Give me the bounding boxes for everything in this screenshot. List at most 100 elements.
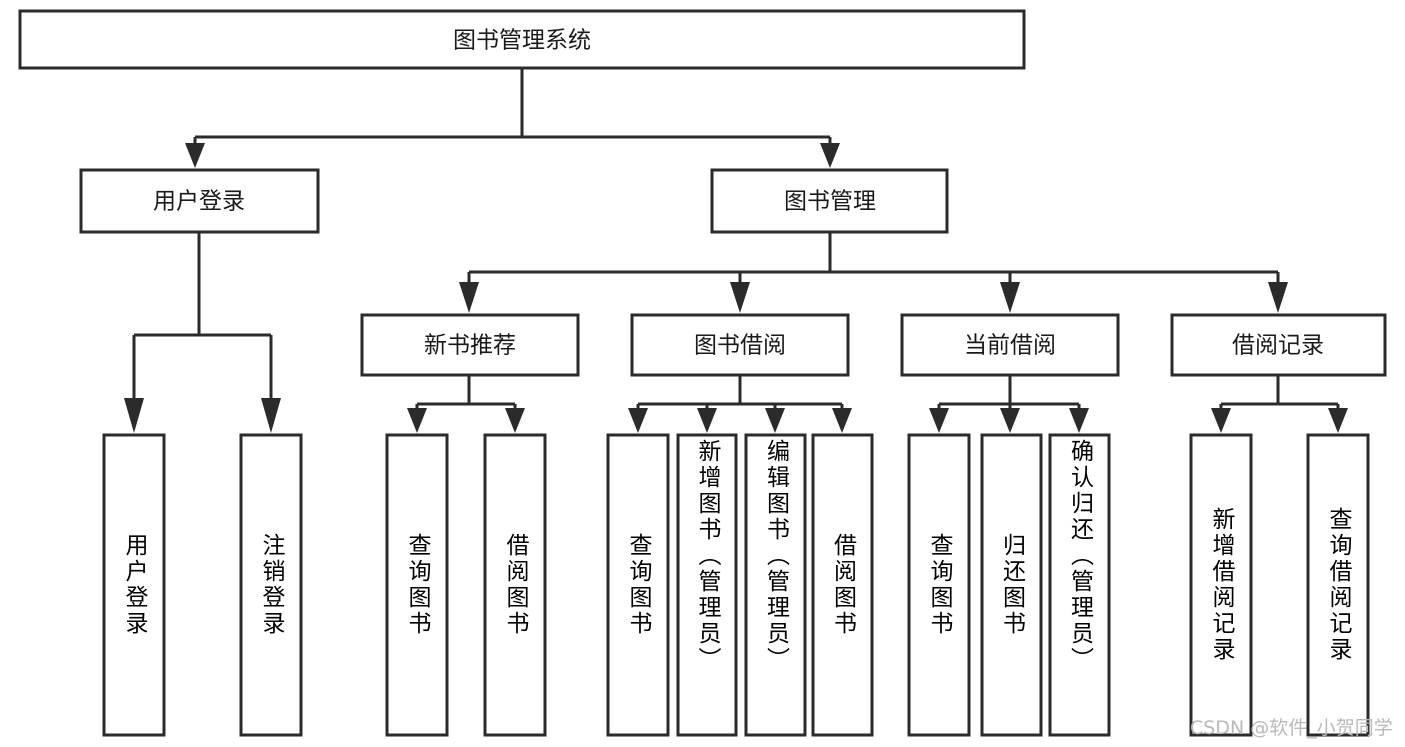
connector-borrow-record-branch: [1219, 375, 1340, 412]
leaf-add-record-box[interactable]: [1189, 433, 1253, 737]
leaf-confirm-return-text-area: 确认归还（管理员）: [1066, 439, 1093, 673]
leaf-query-book-3-box[interactable]: [907, 433, 971, 737]
leaf-logout[interactable]: 注销登录: [239, 433, 303, 737]
arrowhead-to-leaf-query-book-3: [929, 408, 949, 433]
leaf-confirm-return[interactable]: 确认归还（管理员）: [1048, 433, 1111, 737]
leaf-user-login-label: 用户登录: [121, 533, 147, 637]
connectors-current-borrow-to-leaves: [929, 375, 1089, 433]
leaf-query-record-box[interactable]: [1306, 433, 1370, 737]
leaf-query-book-1-box[interactable]: [385, 433, 449, 737]
connector-user-login-branch: [132, 232, 273, 400]
arrowhead-to-leaf-query-book-2: [628, 408, 648, 433]
node-new-book-rec-box[interactable]: [360, 313, 580, 377]
node-user-login[interactable]: 用户登录: [79, 168, 320, 234]
leaf-add-record[interactable]: 新增借阅记录: [1189, 433, 1253, 737]
connector-root-branch: [193, 68, 832, 148]
leaf-query-book-3-text-area: 查询图书: [926, 533, 952, 637]
leaf-user-login[interactable]: 用户登录: [102, 433, 166, 737]
arrowhead-to-leaf-confirm-return: [1069, 408, 1089, 433]
arrowhead-to-leaf-add-book: [697, 408, 717, 433]
arrowhead-to-leaf-return-book: [1000, 408, 1020, 433]
connectors-root-to-level2: [185, 68, 840, 168]
leaf-edit-book-text-area: 编辑图书（管理员）: [762, 439, 789, 673]
arrowhead-to-user-login: [185, 143, 205, 168]
leaf-query-book-2[interactable]: 查询图书: [606, 433, 670, 737]
node-book-borrow-box[interactable]: [630, 313, 850, 377]
node-root[interactable]: 图书管理系统: [18, 9, 1026, 70]
leaf-logout-label: 注销登录: [258, 533, 284, 637]
node-current-borrow-box[interactable]: [900, 313, 1120, 377]
connectors-book-manage-to-level3: [459, 232, 1288, 313]
leaf-query-book-3[interactable]: 查询图书: [907, 433, 971, 737]
connector-current-borrow-branch: [937, 375, 1081, 412]
leaf-edit-book[interactable]: 编辑图书（管理员）: [744, 433, 807, 737]
leaf-return-book-box[interactable]: [980, 433, 1043, 737]
leaf-edit-book-label: 编辑图书（管理员）: [762, 439, 789, 673]
arrowhead-to-leaf-query-record: [1328, 408, 1348, 433]
node-new-book-rec[interactable]: 新书推荐: [360, 313, 580, 377]
arrowhead-to-book-borrow: [730, 282, 750, 313]
leaf-query-book-3-label: 查询图书: [926, 533, 952, 637]
node-borrow-record[interactable]: 借阅记录: [1170, 313, 1387, 377]
leaf-borrow-book-1[interactable]: 借阅图书: [483, 433, 547, 737]
leaf-query-book-1[interactable]: 查询图书: [385, 433, 449, 737]
leaf-user-login-box[interactable]: [102, 433, 166, 737]
arrowhead-to-book-manage: [820, 143, 840, 168]
arrowhead-to-leaf-edit-book: [765, 408, 785, 433]
leaf-user-login-text-area: 用户登录: [121, 533, 147, 637]
arrowhead-to-leaf-user-login: [124, 398, 144, 433]
leaf-borrow-book-2-text-area: 借阅图书: [829, 533, 856, 637]
leaf-add-book[interactable]: 新增图书（管理员）: [676, 433, 738, 737]
leaf-add-book-label: 新增图书（管理员）: [694, 439, 720, 673]
connectors-user-login-to-leaves: [124, 232, 281, 433]
node-book-manage-box[interactable]: [710, 168, 949, 234]
arrowhead-to-leaf-logout: [261, 398, 281, 433]
leaf-return-book[interactable]: 归还图书: [980, 433, 1043, 737]
leaf-confirm-return-label: 确认归还（管理员）: [1066, 439, 1093, 673]
connectors-new-book-rec-to-leaves: [407, 375, 525, 433]
node-borrow-record-box[interactable]: [1170, 313, 1387, 377]
leaf-add-book-box[interactable]: [676, 433, 738, 737]
arrowhead-to-borrow-record: [1268, 282, 1288, 313]
node-book-borrow[interactable]: 图书借阅: [630, 313, 850, 377]
arrowhead-to-leaf-query-book-1: [407, 408, 427, 433]
leaf-borrow-book-1-box[interactable]: [483, 433, 547, 737]
leaf-borrow-book-2-box[interactable]: [811, 433, 874, 737]
leaf-query-book-2-text-area: 查询图书: [625, 533, 651, 637]
node-user-login-box[interactable]: [79, 168, 320, 234]
arrowhead-to-new-book-rec: [459, 282, 479, 313]
node-book-manage-label: 图书管理: [784, 189, 876, 215]
node-root-label: 图书管理系统: [453, 28, 591, 54]
connectors-book-borrow-to-leaves: [628, 375, 852, 433]
node-root-box[interactable]: [18, 9, 1026, 70]
connector-book-manage-branch: [467, 232, 1280, 285]
node-user-login-label: 用户登录: [153, 189, 245, 215]
leaf-borrow-book-1-label: 借阅图书: [502, 533, 528, 637]
leaf-borrow-book-2[interactable]: 借阅图书: [811, 433, 874, 737]
leaf-query-record-text-area: 查询借阅记录: [1325, 507, 1351, 663]
leaf-logout-box[interactable]: [239, 433, 303, 737]
leaf-add-record-label: 新增借阅记录: [1208, 507, 1234, 663]
leaf-query-record[interactable]: 查询借阅记录: [1306, 433, 1370, 737]
leaf-borrow-book-1-text-area: 借阅图书: [502, 533, 528, 637]
connector-book-borrow-branch: [636, 375, 844, 412]
connector-new-book-rec-branch: [415, 375, 517, 412]
arrowhead-to-leaf-borrow-book-1: [505, 408, 525, 433]
leaf-query-book-2-label: 查询图书: [625, 533, 651, 637]
leaf-return-book-text-area: 归还图书: [999, 533, 1025, 637]
leaf-edit-book-box[interactable]: [744, 433, 807, 737]
leaf-query-book-1-label: 查询图书: [404, 533, 430, 637]
node-borrow-record-label: 借阅记录: [1232, 333, 1324, 359]
node-book-manage[interactable]: 图书管理: [710, 168, 949, 234]
leaf-query-book-2-box[interactable]: [606, 433, 670, 737]
leaf-borrow-book-2-label: 借阅图书: [829, 533, 856, 637]
arrowhead-to-leaf-add-record: [1211, 408, 1231, 433]
leaf-confirm-return-box[interactable]: [1048, 433, 1111, 737]
node-current-borrow[interactable]: 当前借阅: [900, 313, 1120, 377]
connectors-borrow-record-to-leaves: [1211, 375, 1348, 433]
node-current-borrow-label: 当前借阅: [964, 333, 1056, 359]
node-new-book-rec-label: 新书推荐: [424, 333, 516, 359]
leaf-query-book-1-text-area: 查询图书: [404, 533, 430, 637]
